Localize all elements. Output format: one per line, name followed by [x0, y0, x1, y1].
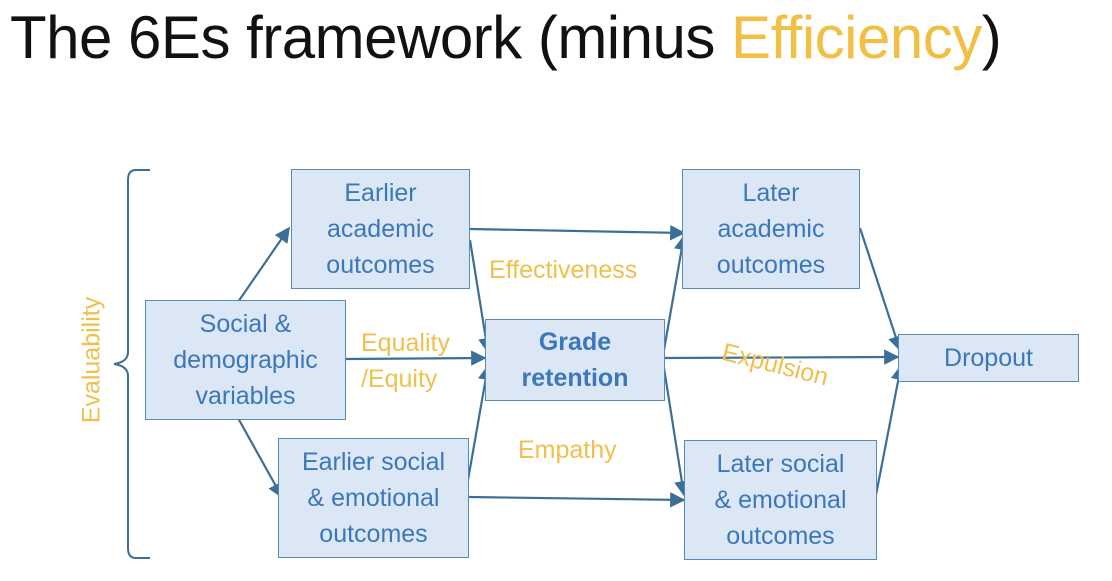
arrow-earlier-academic-to-later-academic [469, 225, 686, 241]
node-earlier-academic: Earlier academic outcomes [291, 169, 470, 289]
arrow-social-to-grade-retention [345, 350, 487, 366]
node-social-demographic: Social & demographic variables [145, 300, 346, 420]
arrow-earlier-social-to-grade-retention [466, 364, 494, 481]
edge-label-equality-equity: Equality /Equity [361, 329, 450, 393]
page-title: The 6Es framework (minus Efficiency) [10, 2, 1002, 74]
title-accent: Efficiency [731, 4, 982, 71]
arrow-grade-retention-to-later-social [662, 367, 690, 497]
evaluability-label: Evaluability [77, 296, 106, 424]
arrow-later-social-to-dropout [874, 364, 906, 496]
node-later-social: Later social & emotional outcomes [684, 440, 877, 560]
title-main: The 6Es framework (minus [10, 4, 732, 71]
title-close: ) [981, 4, 1002, 71]
arrow-social-to-earlier-academic [237, 226, 290, 303]
edge-label-effectiveness: Effectiveness [489, 256, 638, 284]
arrow-later-academic-to-dropout [858, 227, 903, 352]
node-grade-retention: Grade retention [485, 319, 665, 401]
node-later-academic: Later academic outcomes [682, 169, 860, 289]
arrow-social-to-earlier-social [237, 417, 283, 499]
arrow-grade-retention-to-later-academic [662, 234, 690, 351]
arrow-earlier-social-to-later-social [468, 492, 686, 508]
arrow-grade-retention-to-dropout [663, 349, 900, 365]
evaluability-brace [113, 169, 150, 559]
node-dropout: Dropout [898, 334, 1079, 382]
edge-label-empathy: Empathy [518, 436, 617, 464]
node-earlier-social: Earlier social & emotional outcomes [278, 438, 469, 558]
